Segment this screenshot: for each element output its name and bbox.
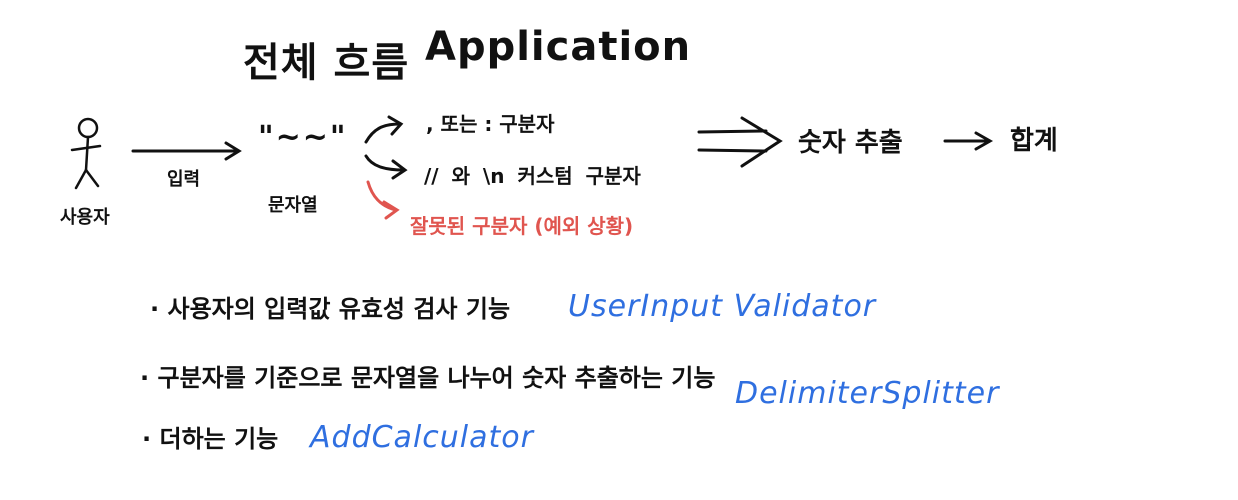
branch-custom: // 와 \n 커스텀 구분자	[424, 164, 641, 188]
extract-label: 숫자 추출	[798, 128, 903, 158]
branch-arrow-error	[366, 180, 400, 220]
feature-item: · 더하는 기능	[142, 419, 278, 454]
feature-item: · 사용자의 입력값 유효성 검사 기능	[150, 289, 510, 324]
string-symbol: "~~"	[258, 120, 348, 155]
feature-text: 구분자를 기준으로 문자열을 나누어 숫자 추출하는 기능	[157, 364, 716, 392]
class-delimiter-splitter: DelimiterSplitter	[735, 376, 1000, 411]
feature-item: · 구분자를 기준으로 문자열을 나누어 숫자 추출하는 기능	[140, 358, 715, 393]
branch-arrow-1	[364, 115, 404, 144]
title-korean: 전체 흐름	[243, 40, 410, 86]
input-arrow	[131, 141, 242, 161]
bullet: ·	[140, 364, 158, 392]
stick-figure-icon	[70, 117, 102, 190]
bullet: ·	[142, 425, 160, 453]
sum-arrow	[943, 131, 994, 151]
string-label: 문자열	[268, 195, 318, 216]
actor-label: 사용자	[60, 207, 110, 228]
title-english: Application	[425, 24, 692, 70]
feature-text: 사용자의 입력값 유효성 검사 기능	[167, 295, 511, 323]
feature-text: 더하는 기능	[159, 425, 279, 453]
class-user-input-validator: UserInput Validator	[568, 289, 877, 324]
class-add-calculator: AddCalculator	[310, 420, 534, 455]
branch-arrow-2	[364, 154, 408, 180]
branch-error: 잘못된 구분자 (예외 상황)	[410, 214, 634, 238]
input-label: 입력	[167, 169, 201, 190]
extract-double-arrow	[697, 116, 783, 168]
bullet: ·	[150, 295, 168, 323]
sum-label: 합계	[1010, 126, 1058, 156]
branch-comma-colon: , 또는 : 구분자	[426, 112, 555, 136]
